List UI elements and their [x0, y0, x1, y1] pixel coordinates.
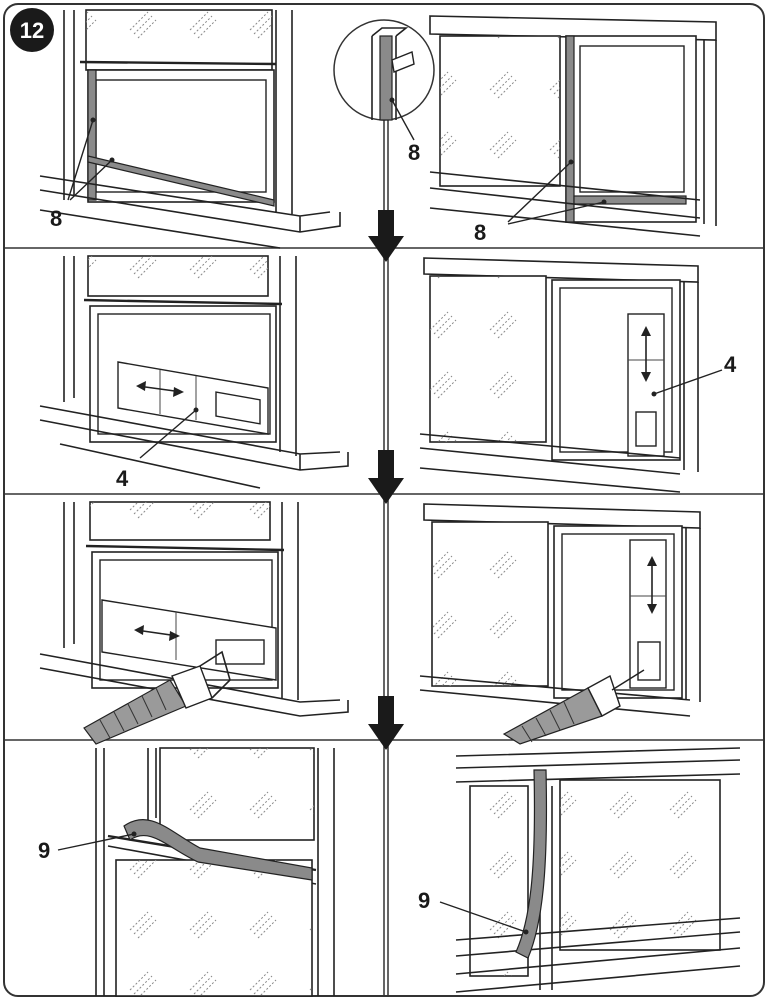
label-foam-seal-inset: 8: [408, 140, 420, 165]
exhaust-hose: [502, 669, 645, 745]
label-window-kit-sliding: 4: [724, 352, 737, 377]
exhaust-hose: [83, 650, 231, 745]
hung-window-hose: [39, 501, 349, 745]
step-badge: 12: [10, 8, 54, 52]
double-arrow-icon: [134, 625, 180, 641]
hung-window-kit: 4: [39, 255, 349, 491]
label-window-kit: 4: [116, 466, 129, 491]
sliding-window-seal-strip: 9: [418, 747, 741, 993]
label-seal-strip-sliding: 9: [418, 888, 430, 913]
label-foam-seal: 8: [50, 206, 62, 231]
label-seal-strip: 9: [38, 838, 50, 863]
double-arrow-icon: [136, 381, 184, 397]
down-arrow-icon: [368, 450, 404, 504]
sliding-window-hose: [419, 503, 701, 745]
step-number: 12: [20, 18, 44, 43]
down-arrow-icon: [368, 696, 404, 750]
double-arrow-icon: [647, 556, 657, 614]
label-foam-seal-sliding: 8: [474, 220, 486, 245]
seal-detail-inset: 8: [333, 19, 435, 165]
center-divider: [383, 120, 389, 996]
hung-window-seal-strip: 9: [38, 747, 335, 997]
double-arrow-icon: [641, 326, 651, 382]
hung-window-seals: 8: [39, 9, 341, 249]
sliding-window-kit: 4: [419, 257, 737, 493]
sliding-window-seals: 8: [429, 15, 717, 245]
down-arrow-icon: [368, 210, 404, 262]
